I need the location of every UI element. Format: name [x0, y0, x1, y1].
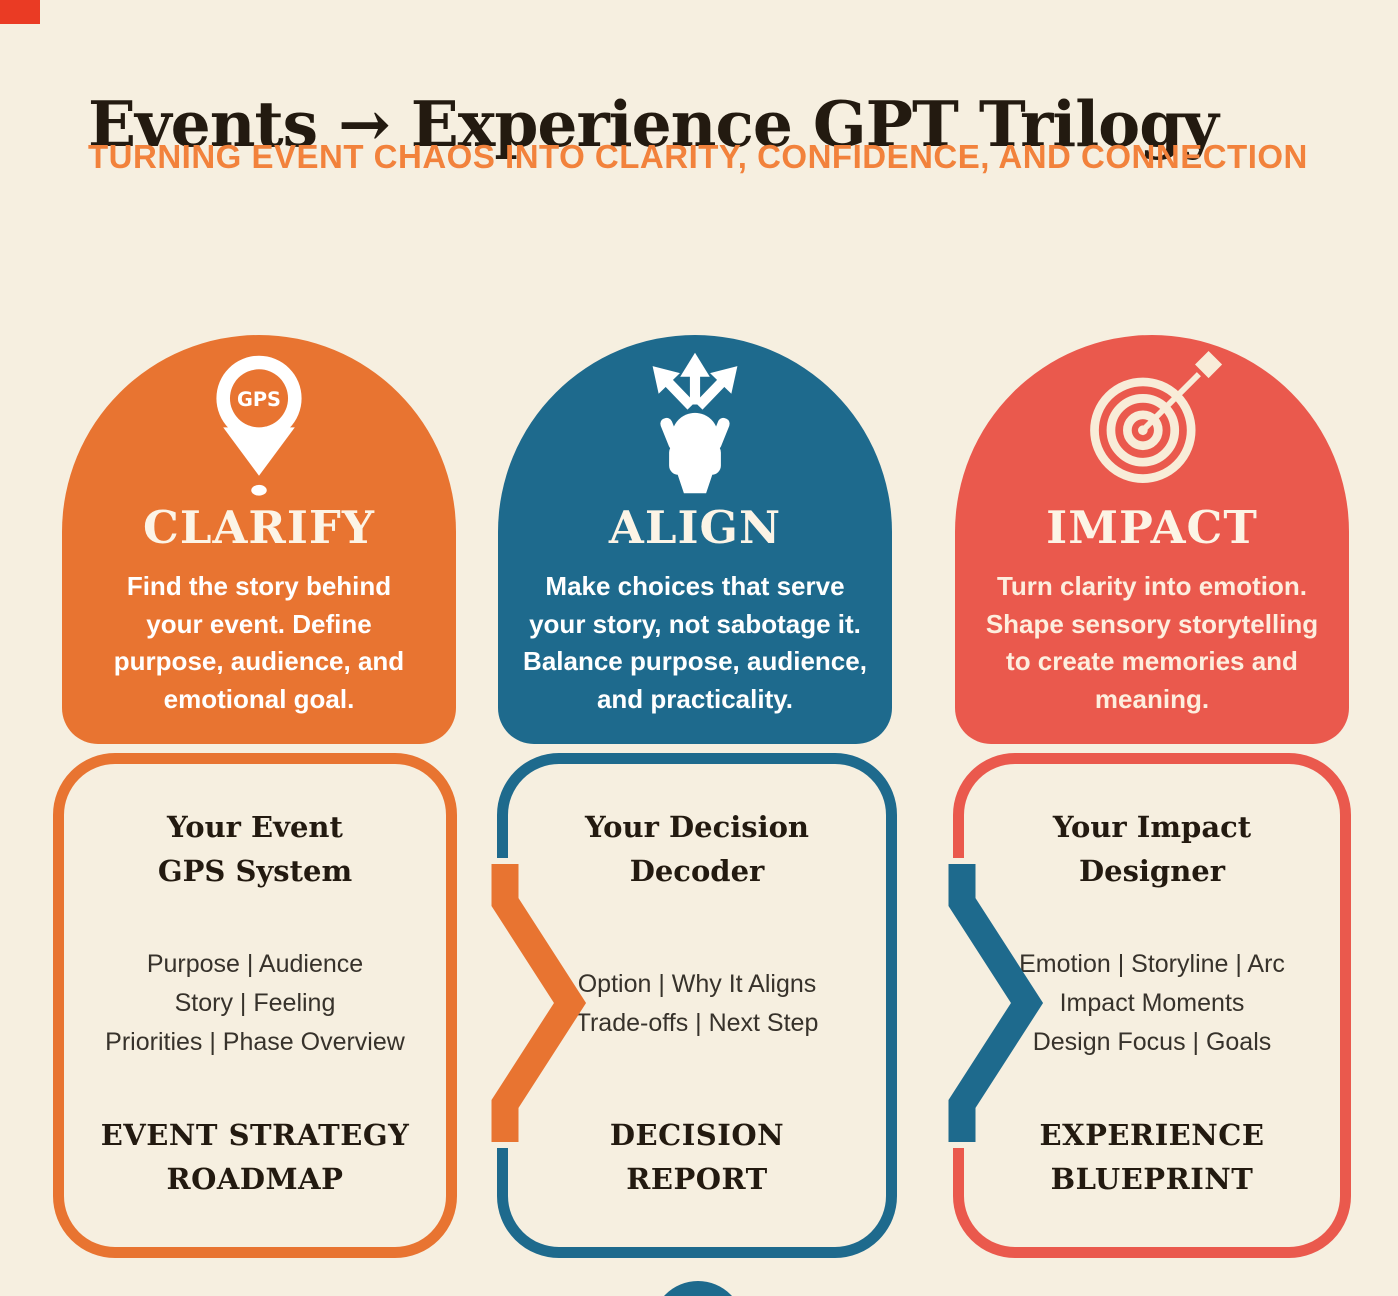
clarify-dome-card: GPS CLARIFY Find the story behind your e…: [62, 335, 456, 744]
align-title: ALIGN: [608, 501, 782, 554]
impact-dome-card: IMPACT Turn clarity into emotion. Shape …: [955, 335, 1349, 744]
flow-arrow-clarify-to-align: [488, 858, 587, 1148]
clarify-card-heading: Your Event GPS System: [157, 810, 353, 888]
align-card-body: Option | Why It Aligns Trade-offs | Next…: [575, 969, 819, 1037]
impact-card-body: Emotion | Storyline | Arc Impact Moments…: [1019, 950, 1285, 1056]
clarify-description: Find the story behind your event. Define…: [113, 571, 405, 715]
impact-title: IMPACT: [1046, 501, 1258, 554]
clarify-card-body: Purpose | Audience Story | Feeling Prior…: [105, 950, 405, 1056]
choices-arrows-icon: [620, 349, 770, 497]
flow-arrow-align-to-impact: [945, 858, 1044, 1148]
align-description: Make choices that serve your story, not …: [523, 571, 867, 715]
align-card-heading: Your Decision Decoder: [584, 810, 810, 888]
clarify-title: CLARIFY: [143, 501, 375, 554]
clarify-card-footer: EVENT STRATEGY ROADMAP: [100, 1118, 410, 1196]
impact-card-heading: Your Impact Designer: [1052, 810, 1252, 888]
clarify-detail-card: Your Event GPS System Purpose | Audience…: [53, 753, 457, 1258]
bottom-partial-shape: [652, 1281, 744, 1296]
corner-red-mark: [0, 0, 40, 24]
align-dome-card: ALIGN Make choices that serve your story…: [498, 335, 892, 744]
impact-card-footer: EXPERIENCE BLUEPRINT: [1039, 1118, 1265, 1196]
impact-description: Turn clarity into emotion. Shape sensory…: [985, 571, 1319, 715]
target-dart-icon: [1075, 349, 1230, 497]
align-card-footer: DECISION REPORT: [609, 1118, 785, 1196]
gps-pin-icon: GPS: [200, 349, 318, 497]
page-subtitle: TURNING EVENT CHAOS INTO CLARITY, CONFID…: [88, 138, 1308, 175]
page-title: Events → Experience GPT Trilogy: [88, 87, 1219, 162]
gps-pin-label: GPS: [237, 388, 281, 411]
